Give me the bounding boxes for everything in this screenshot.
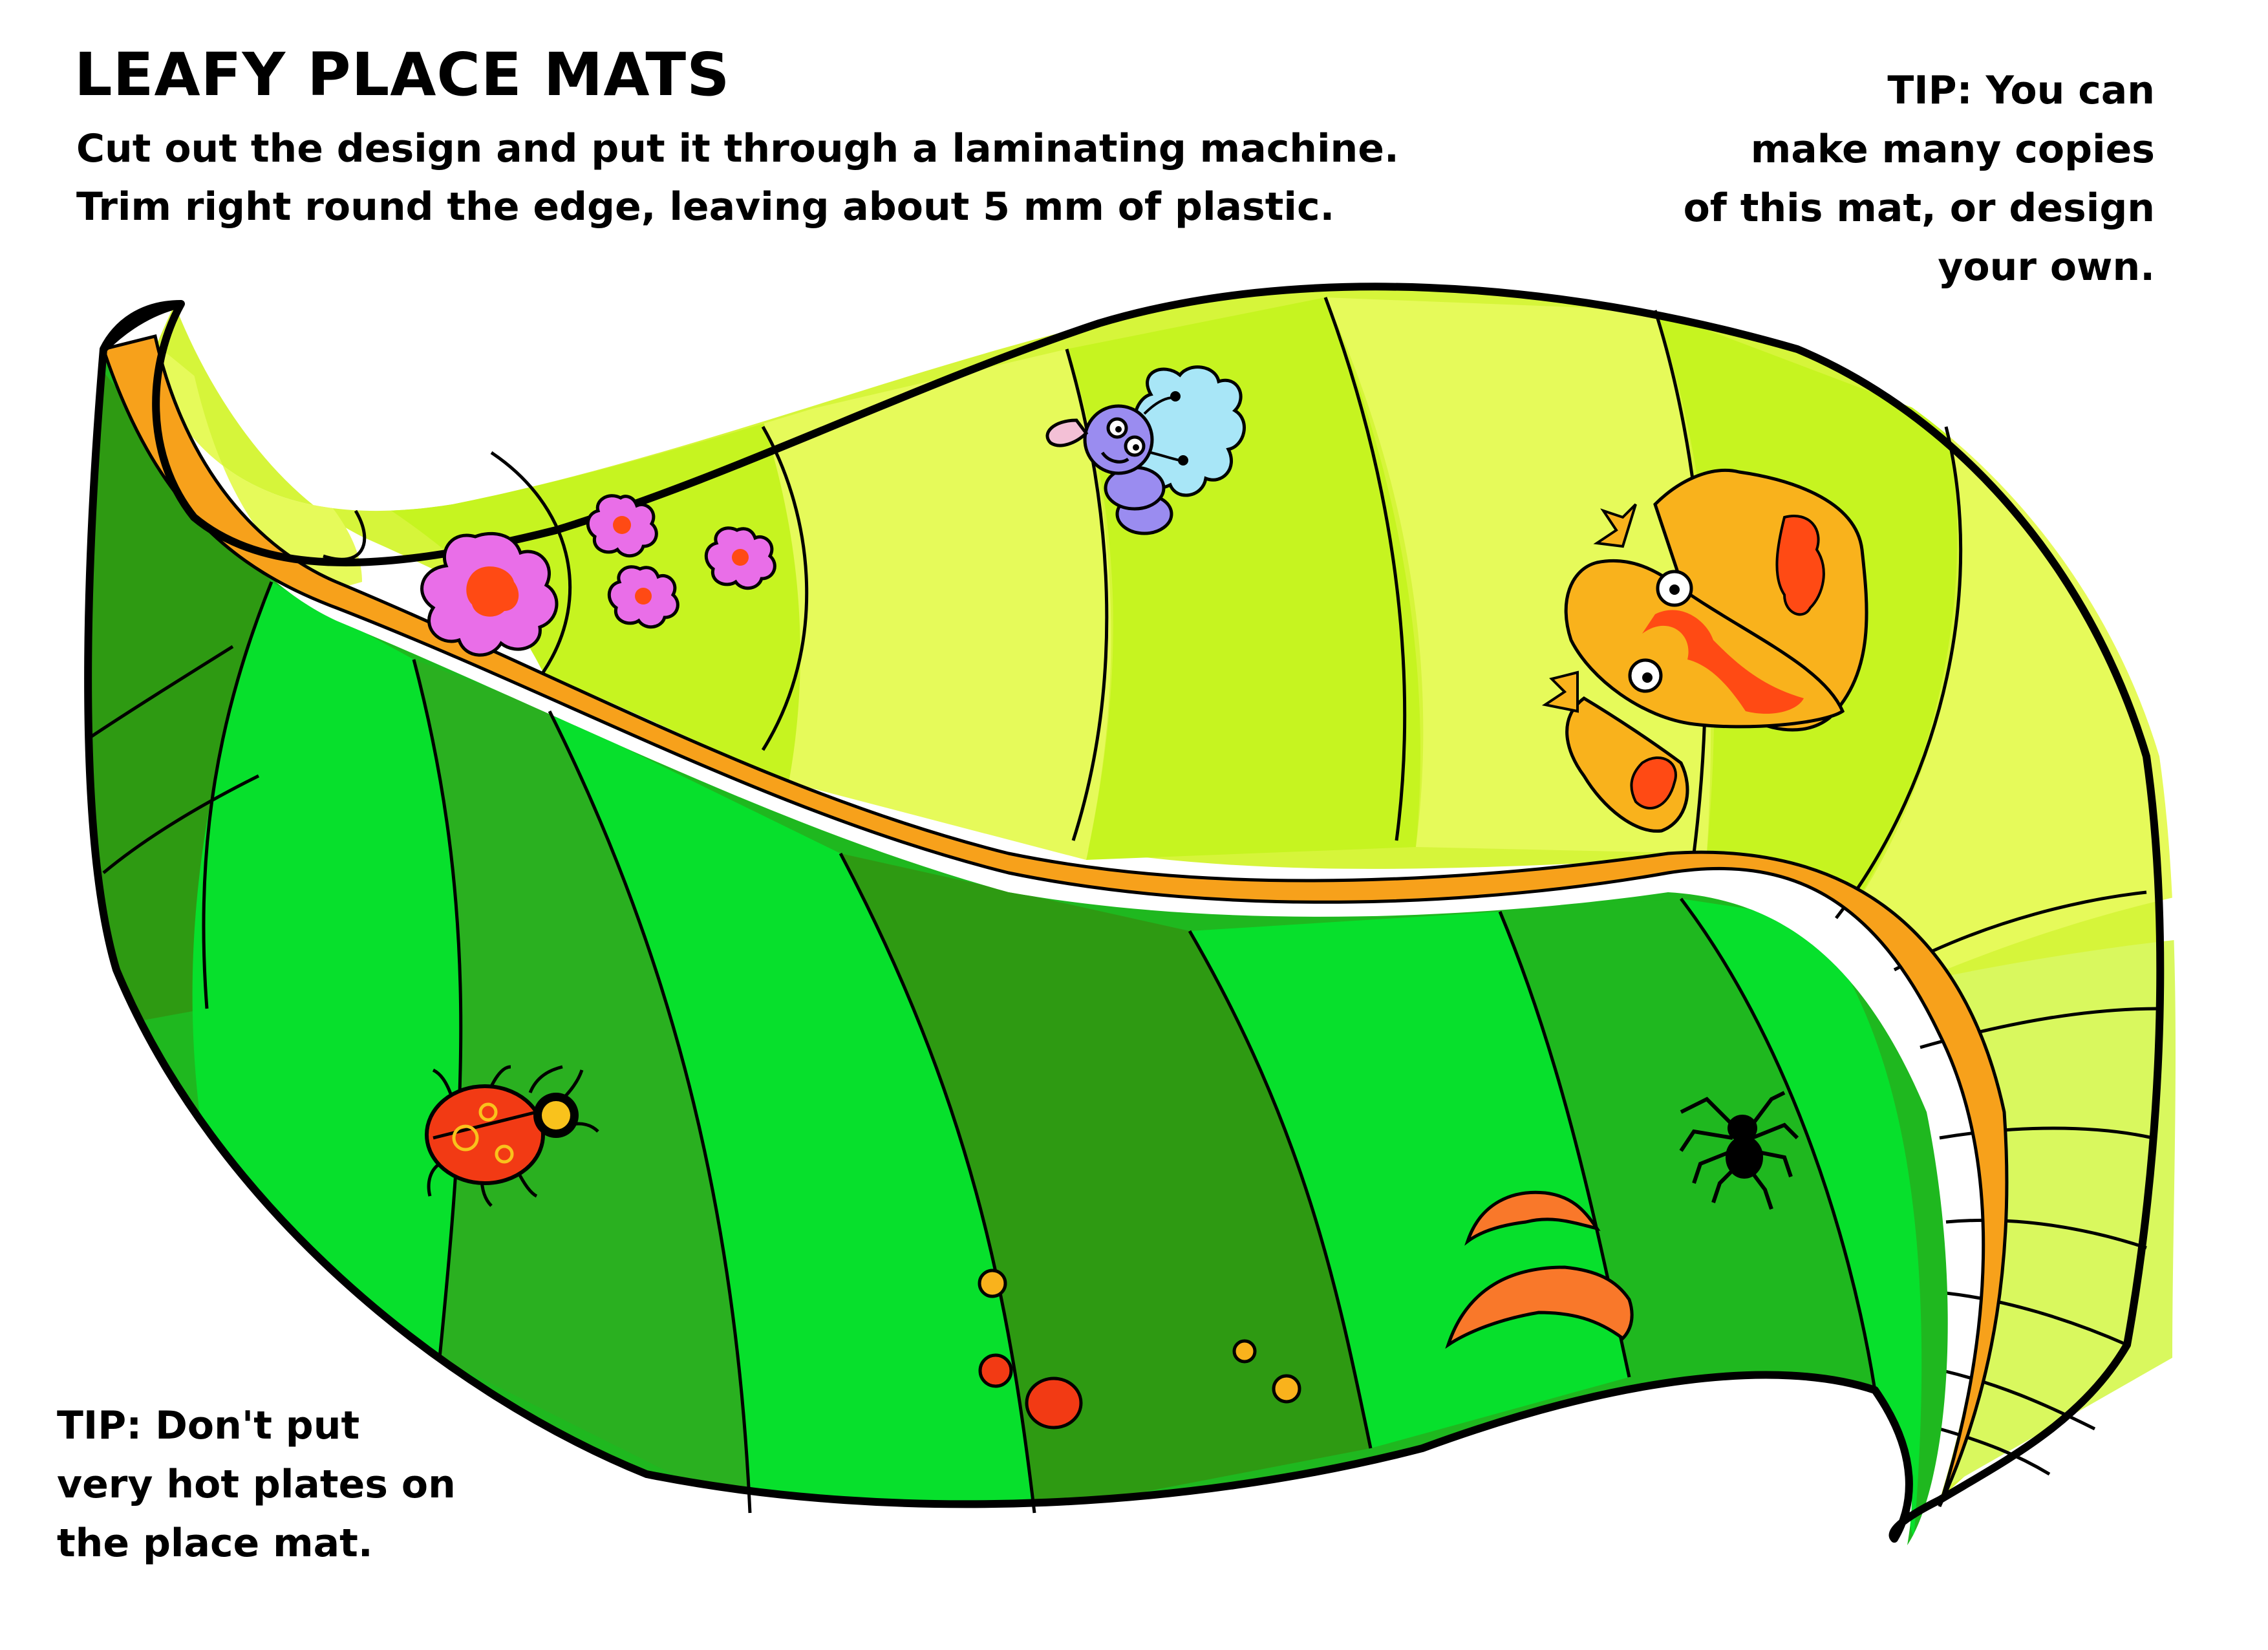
spider-icon: [1679, 1091, 1799, 1210]
tip-copies-line-3: of this mat, or design: [1683, 186, 2155, 231]
spot-icon: [1232, 1339, 1257, 1364]
caterpillar-segment-icon: [1445, 1265, 1634, 1349]
vein-line: [1188, 930, 1373, 1449]
instruction-line-2: Trim right round the edge, leaving about…: [76, 184, 1335, 230]
vein-line: [1323, 297, 1407, 841]
instruction-line-1: Cut out the design and put it through a …: [76, 126, 1399, 171]
vein-line: [1065, 348, 1109, 841]
tip-copies: TIP: You can make many copies of this ma…: [1684, 61, 2155, 297]
vein-line: [1680, 897, 1877, 1391]
butterfly-icon: [1541, 468, 1868, 833]
vein-line: [89, 645, 234, 739]
vein-line: [761, 425, 809, 751]
flower-icon: [607, 565, 679, 628]
band-dark-3: [414, 659, 750, 1513]
spot-icon: [978, 1269, 1007, 1298]
band-dark-1: [88, 349, 272, 1034]
leaf-tip-curl: [100, 300, 182, 352]
leaf-outline: [84, 283, 2165, 1543]
band-light-3: [763, 349, 1111, 860]
tip-hot-line-3: the place mat.: [57, 1521, 373, 1566]
caterpillar-icon: [1045, 365, 1246, 535]
vein-line: [1942, 1369, 2096, 1431]
spot-icon: [1272, 1374, 1301, 1404]
vein-line: [102, 774, 260, 874]
vein-line: [1939, 1427, 2051, 1476]
vein-line: [412, 659, 463, 1358]
flower-icon: [704, 526, 776, 590]
page-title: LEAFY PLACE MATS: [74, 40, 731, 109]
vein-line: [202, 581, 273, 1009]
tip-copies-line-2: make many copies: [1750, 127, 2155, 172]
band-light-2: [362, 420, 810, 782]
band-dark-8: [1681, 899, 1922, 1539]
stem: [101, 334, 2009, 1508]
spot-icon: [1025, 1377, 1083, 1430]
vein-line: [548, 710, 752, 1514]
band-dark-4: [550, 711, 1034, 1513]
flower-icon: [420, 531, 559, 657]
ladybird-icon: [425, 1065, 599, 1207]
vein-line: [839, 852, 1036, 1514]
upper-veins: [323, 297, 2160, 1476]
tip-hot-line-1: TIP: Don't put: [57, 1403, 360, 1448]
tip-hot-plates: TIP: Don't put very hot plates on the pl…: [57, 1397, 456, 1573]
vein-line: [1945, 1291, 2128, 1347]
flower-icon: [586, 494, 658, 557]
caterpillar-segment-icon: [1464, 1190, 1601, 1246]
vein-line: [1939, 1126, 2154, 1140]
tip-copies-line-1: TIP: You can: [1887, 68, 2155, 113]
instructions: Cut out the design and put it through a …: [76, 120, 1399, 236]
spot-icon: [978, 1353, 1013, 1388]
vein-line: [490, 451, 572, 674]
vein-line: [1945, 1218, 2147, 1250]
band-light-5: [1325, 297, 1711, 853]
tip-copies-line-4: your own.: [1938, 244, 2155, 290]
vein-line: [1835, 426, 1963, 919]
tip-hot-line-2: very hot plates on: [57, 1462, 456, 1507]
band-dark-2: [192, 582, 461, 1358]
